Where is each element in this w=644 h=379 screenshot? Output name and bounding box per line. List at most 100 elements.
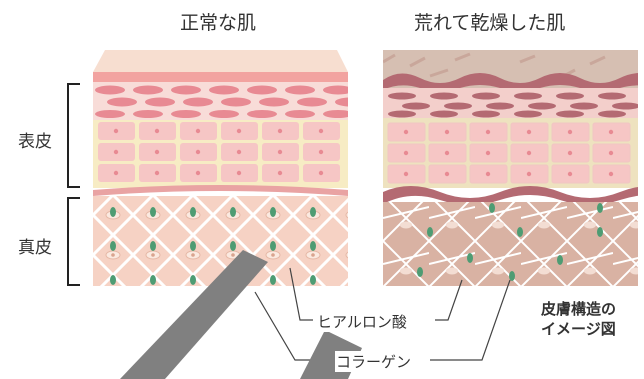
oval-cell <box>259 97 289 107</box>
note-line-2: イメージ図 <box>541 320 616 338</box>
cell-nucleus <box>113 149 119 155</box>
dry-hyaluronic-dot <box>557 255 563 265</box>
callout-hyaluronic-acid: ヒアルロン酸 <box>316 311 408 332</box>
hyaluronic-dot <box>350 241 356 251</box>
label-epidermis: 表皮 <box>18 132 52 152</box>
cell-nucleus <box>195 128 201 134</box>
oval-cell <box>221 97 251 107</box>
cell-nucleus <box>526 171 532 177</box>
hyaluronic-left-pointer <box>289 267 313 321</box>
cell-nucleus <box>154 170 160 176</box>
dry-oval-cell <box>430 92 458 100</box>
cell-nucleus <box>485 150 491 156</box>
hyaluronic-dot <box>270 207 276 217</box>
dry-oval-cell <box>598 92 626 100</box>
cell-nucleus <box>526 129 532 135</box>
cell-nucleus <box>567 171 573 177</box>
dry-hyaluronic-dot <box>597 227 603 237</box>
hyaluronic-dot <box>230 207 236 217</box>
dry-oval-cell <box>444 102 472 110</box>
oval-cell <box>171 85 201 95</box>
cell-nucleus <box>318 128 324 134</box>
oval-cell <box>297 97 327 107</box>
dry-oval-cell <box>388 110 416 118</box>
cell-nucleus <box>485 171 491 177</box>
oval-cell <box>95 110 125 118</box>
hyaluronic-dot <box>190 207 196 217</box>
cell-nucleus <box>113 170 119 176</box>
dry-oval-cell <box>402 102 430 110</box>
dry-hyaluronic-dot <box>427 227 433 237</box>
pointer-stroke-left <box>120 250 268 379</box>
dry-hyaluronic-dot <box>467 253 473 263</box>
cell-nucleus <box>444 150 450 156</box>
cell-nucleus <box>236 128 242 134</box>
cell-nucleus <box>608 129 614 135</box>
cell-nucleus <box>236 149 242 155</box>
dry-oval-cell <box>388 92 416 100</box>
dry-oval-cell <box>472 110 500 118</box>
cell-nucleus <box>113 128 119 134</box>
dry-oval-cell <box>486 102 514 110</box>
dry-hyaluronic-dot <box>489 203 495 213</box>
cell-nucleus <box>318 149 324 155</box>
note-line-1: 皮膚構造の <box>541 300 617 318</box>
dry-stratum-cells <box>388 92 638 118</box>
oval-cell <box>285 85 315 95</box>
hyaluronic-dot <box>270 241 276 251</box>
dermis-bracket <box>67 197 80 286</box>
hyaluronic-dot <box>350 207 356 217</box>
cell-nucleus <box>567 129 573 135</box>
cell-nucleus <box>403 150 409 156</box>
oval-cell <box>133 85 163 95</box>
oval-cell <box>247 85 277 95</box>
dry-oval-cell <box>472 92 500 100</box>
oval-cell <box>335 97 348 107</box>
epidermis-bracket <box>67 83 80 188</box>
dry-oval-cell <box>570 102 598 110</box>
callout-collagen: コラーゲン <box>335 351 413 372</box>
epidermis-cells <box>98 122 340 182</box>
oval-cell <box>95 85 125 95</box>
cell-nucleus <box>277 170 283 176</box>
hyaluronic-right-pointer <box>435 279 463 321</box>
oval-cell <box>209 110 239 118</box>
dry-oval-cell <box>514 92 542 100</box>
cell-nucleus <box>567 150 573 156</box>
dry-hyaluronic-dot <box>517 227 523 237</box>
oval-cell <box>107 97 137 107</box>
cell-nucleus <box>195 170 201 176</box>
hyaluronic-dot <box>190 241 196 251</box>
cell-nucleus <box>444 171 450 177</box>
dry-hyaluronic-dot <box>509 271 515 281</box>
hyaluronic-dot <box>350 275 356 285</box>
dry-hyaluronic-dots <box>417 203 603 281</box>
dry-hyaluronic-dot <box>417 267 423 277</box>
cell-nucleus <box>444 129 450 135</box>
oval-cell <box>285 110 315 118</box>
cell-nucleus <box>608 150 614 156</box>
hyaluronic-dot <box>110 241 116 251</box>
cell-nucleus <box>403 129 409 135</box>
oval-cell <box>171 110 201 118</box>
cell-nucleus <box>154 128 160 134</box>
hyaluronic-dot <box>270 275 276 285</box>
dry-oval-cell <box>598 110 626 118</box>
dry-oval-cell <box>514 110 542 118</box>
cell-nucleus <box>526 150 532 156</box>
hyaluronic-dot <box>150 207 156 217</box>
hyaluronic-dot <box>150 241 156 251</box>
collagen-right-pointer <box>430 279 511 361</box>
cell-nucleus <box>318 170 324 176</box>
hyaluronic-dot <box>310 275 316 285</box>
dry-oval-cell <box>556 92 584 100</box>
oval-cell <box>323 110 348 118</box>
oval-cell <box>183 97 213 107</box>
oval-cell <box>247 110 277 118</box>
dry-oval-cell <box>612 102 638 110</box>
stratum-corneum-cells <box>95 85 348 118</box>
hyaluronic-acid-dots <box>110 207 356 285</box>
title-dry-skin: 荒れて乾燥した肌 <box>414 12 566 34</box>
